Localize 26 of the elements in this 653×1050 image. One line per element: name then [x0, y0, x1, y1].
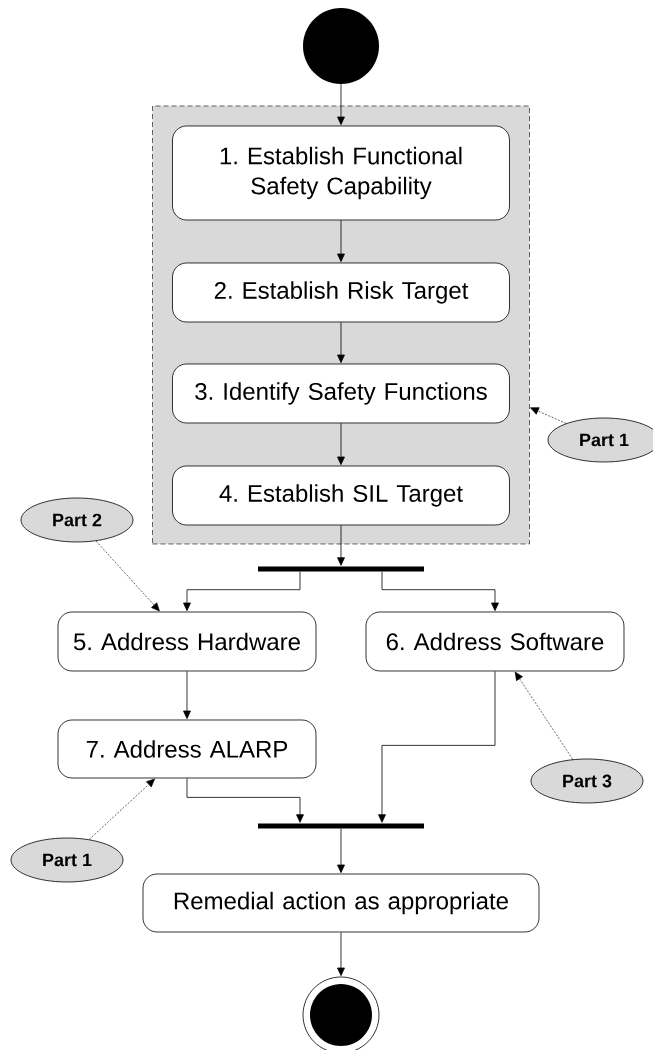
arrow	[183, 571, 301, 611]
start-circle	[303, 8, 379, 84]
arrow	[381, 571, 499, 611]
end-circle	[302, 976, 380, 1050]
leader-line	[514, 671, 573, 760]
activity-box: 2. Establish Risk Target	[172, 262, 510, 323]
arrow	[337, 322, 345, 363]
leader-line	[95, 540, 160, 612]
arrow	[183, 671, 191, 719]
activity-box: 4. Establish SIL Target	[172, 465, 510, 526]
arrow	[186, 778, 304, 823]
activity-box: Remedial action as appropriate	[142, 873, 540, 933]
activity-box: 3. Identify Safety Functions	[172, 363, 510, 424]
leader-line	[530, 407, 567, 424]
activity-box: 7. Address ALARP	[57, 719, 317, 779]
arrow	[337, 525, 345, 566]
activity-box: 1. Establish Functional Safety Capability	[172, 125, 510, 221]
activity-box: 6. Address Software	[365, 611, 625, 672]
arrow	[337, 220, 345, 262]
arrow	[337, 828, 345, 873]
leader-line	[88, 778, 155, 840]
arrow	[378, 671, 496, 823]
arrow	[337, 423, 345, 465]
arrow	[337, 932, 345, 976]
arrow	[337, 83, 345, 126]
activity-box: 5. Address Hardware	[57, 611, 317, 672]
